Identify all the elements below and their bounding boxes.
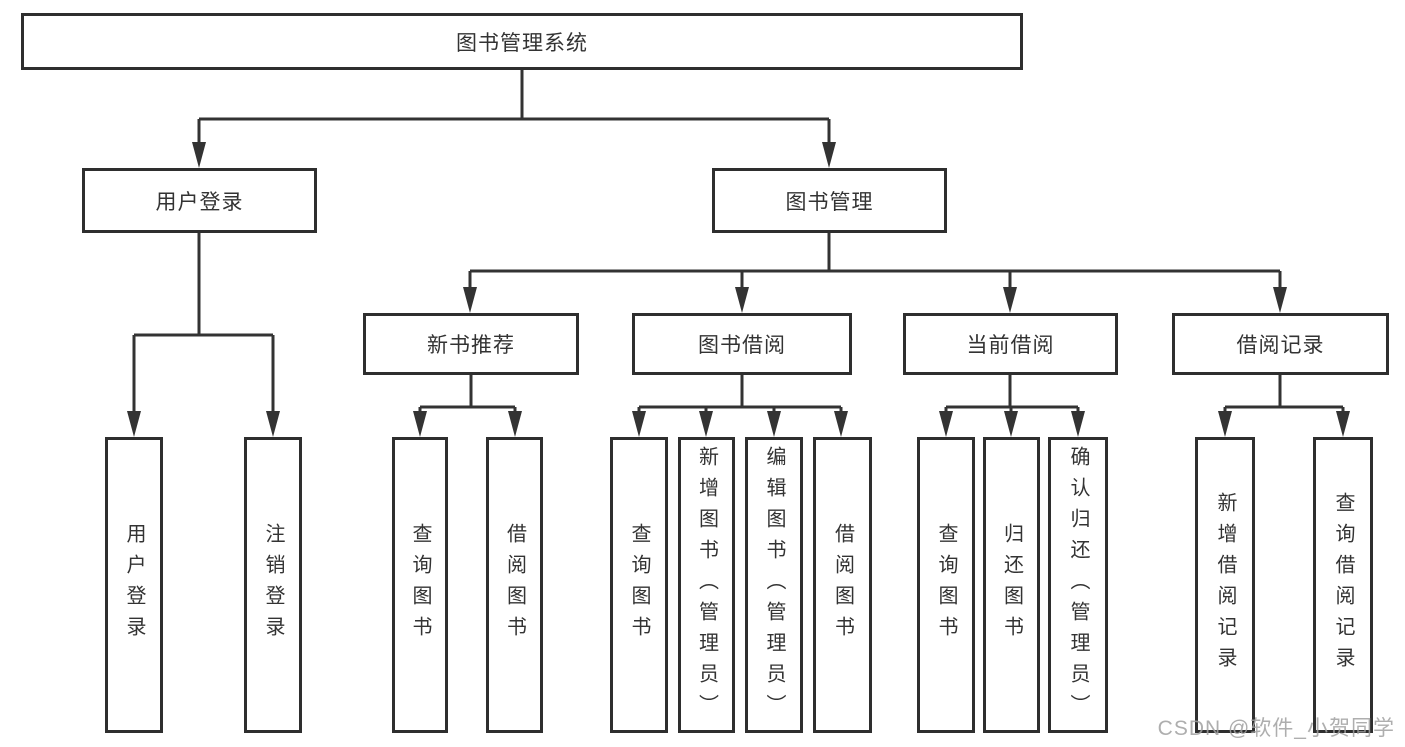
node-new-book-recommend-label: 新书推荐 xyxy=(427,334,515,357)
node-root-label: 图书管理系统 xyxy=(456,31,588,55)
leaf-logout-label: 注销登录 xyxy=(262,523,284,647)
node-borrowing-records-label: 借阅记录 xyxy=(1236,334,1325,357)
leaf-borrow-books-1: 借阅图书 xyxy=(486,437,543,733)
node-borrowing-records: 借阅记录 xyxy=(1172,313,1389,375)
csdn-watermark: CSDN @软件_小贺同学 xyxy=(1157,717,1395,740)
leaf-add-borrow-record: 新增借阅记录 xyxy=(1195,437,1255,733)
leaf-user-login-label: 用户登录 xyxy=(123,523,145,647)
leaf-user-login: 用户登录 xyxy=(105,437,163,733)
node-current-borrowing-label: 当前借阅 xyxy=(966,334,1055,357)
leaf-query-books-1: 查询图书 xyxy=(392,437,448,733)
leaf-edit-book-admin: 编辑图书（管理员） xyxy=(745,437,803,733)
leaf-return-book: 归还图书 xyxy=(983,437,1040,733)
leaf-logout: 注销登录 xyxy=(244,437,302,733)
leaf-add-book-admin: 新增图书（管理员） xyxy=(678,437,735,733)
leaf-borrow-books-2: 借阅图书 xyxy=(813,437,872,733)
node-current-borrowing: 当前借阅 xyxy=(903,313,1118,375)
leaf-edit-book-admin-label: 编辑图书（管理员） xyxy=(763,445,785,725)
leaf-confirm-return-admin-label: 确认归还（管理员） xyxy=(1067,445,1089,725)
leaf-query-books-3-label: 查询图书 xyxy=(935,523,957,647)
node-book-management: 图书管理 xyxy=(712,168,947,233)
node-user-login-label: 用户登录 xyxy=(155,190,244,214)
node-book-borrowing: 图书借阅 xyxy=(632,313,852,375)
leaf-borrow-books-2-label: 借阅图书 xyxy=(831,523,854,647)
leaf-query-books-2: 查询图书 xyxy=(610,437,668,733)
leaf-query-books-1-label: 查询图书 xyxy=(409,523,431,647)
leaf-return-book-label: 归还图书 xyxy=(1000,523,1023,647)
leaf-add-borrow-record-label: 新增借阅记录 xyxy=(1214,492,1236,678)
leaf-confirm-return-admin: 确认归还（管理员） xyxy=(1048,437,1108,733)
node-user-login: 用户登录 xyxy=(82,168,317,233)
leaf-borrow-books-1-label: 借阅图书 xyxy=(503,523,526,647)
node-book-borrowing-label: 图书借阅 xyxy=(698,334,786,357)
node-new-book-recommend: 新书推荐 xyxy=(363,313,579,375)
node-book-management-label: 图书管理 xyxy=(785,190,874,214)
leaf-add-book-admin-label: 新增图书（管理员） xyxy=(695,445,718,725)
leaf-query-books-3: 查询图书 xyxy=(917,437,975,733)
leaf-query-books-2-label: 查询图书 xyxy=(628,523,650,647)
leaf-query-borrow-record: 查询借阅记录 xyxy=(1313,437,1373,733)
node-root: 图书管理系统 xyxy=(21,13,1023,70)
leaf-query-borrow-record-label: 查询借阅记录 xyxy=(1332,492,1354,678)
